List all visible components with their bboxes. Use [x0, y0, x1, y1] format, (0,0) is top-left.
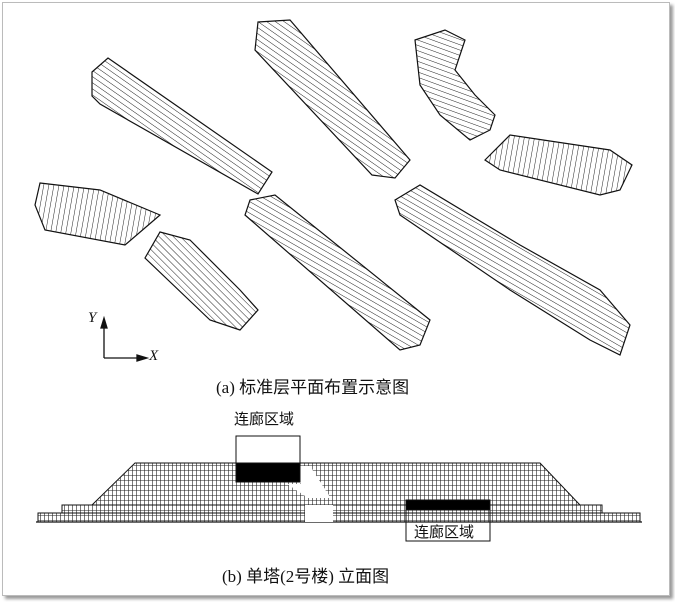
building-plan-8: [394, 184, 631, 356]
axis-arrows: [100, 315, 150, 362]
axis-y-label: Y: [88, 310, 97, 326]
elevation-drawing: [36, 435, 642, 542]
building-plan-2: [34, 182, 162, 246]
building-plan-5: [244, 194, 431, 351]
corridor-block-top: [235, 462, 301, 483]
building-plan-1: [91, 57, 273, 195]
axis-x-label: X: [149, 348, 159, 364]
podium-base: [37, 512, 641, 523]
corridor-label-top: 连廊区域: [234, 412, 295, 428]
elevation-caption: (b) 单塔(2号楼) 立面图: [222, 567, 390, 586]
tower-elevation: [90, 462, 582, 506]
plan-caption: (a) 标准层平面布置示意图: [216, 378, 410, 397]
building-plan-4: [254, 19, 411, 179]
building-plan-3: [144, 231, 259, 331]
corridor-label-box-bottom: [405, 509, 491, 542]
building-plan-6: [414, 29, 496, 141]
corridor-block-bottom: [405, 499, 491, 511]
building-plan-7: [484, 134, 633, 196]
corridor-label-box-top: [235, 435, 301, 464]
entrance-opening: [305, 505, 333, 522]
corridor-label-bottom: 连廊区域: [414, 525, 475, 541]
